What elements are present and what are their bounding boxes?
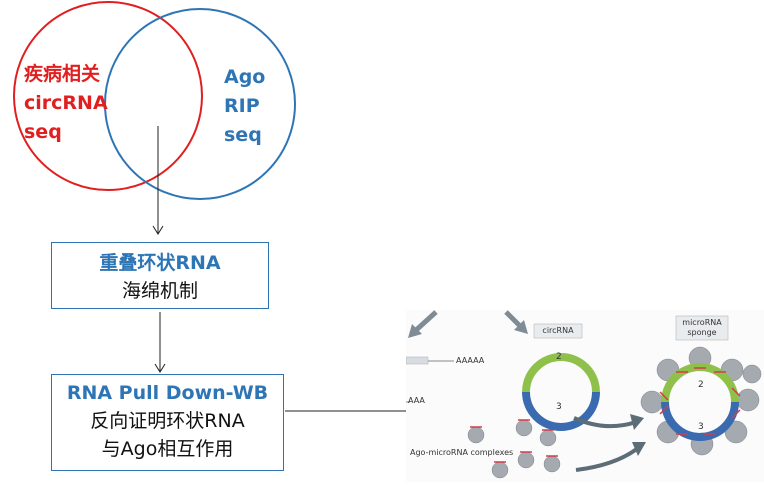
venn-left-line-2: circRNA bbox=[24, 92, 108, 114]
sponge-label-2: sponge bbox=[687, 328, 717, 337]
rna-pulldown-box: RNA Pull Down-WB 反向证明环状RNA 与Ago相互作用 bbox=[51, 374, 284, 471]
sponge-microrna-marks bbox=[659, 367, 741, 435]
figure-arrowhead-mid bbox=[514, 320, 528, 334]
venn-left-line-1: 疾病相关 bbox=[24, 63, 101, 85]
box1-title: 重叠环状RNA bbox=[99, 252, 221, 274]
circrna-label-box bbox=[533, 323, 583, 339]
venn-circle-left bbox=[13, 1, 203, 191]
venn-right-line-1: Ago bbox=[224, 66, 266, 88]
sponge-circ-blue bbox=[661, 401, 739, 441]
polya-label: AAAAA bbox=[456, 356, 485, 365]
figure-curved-arrow-2 bbox=[575, 446, 640, 472]
arrow-head-2 bbox=[154, 363, 166, 373]
sponge-label-1: microRNA bbox=[682, 318, 722, 327]
arrow-head-1 bbox=[152, 225, 164, 235]
figure-arrow-mid bbox=[504, 310, 522, 328]
venn-right-line-3: seq bbox=[224, 124, 262, 146]
figure-svg bbox=[405, 310, 762, 479]
box2-line-2: 反向证明环状RNA bbox=[90, 410, 245, 432]
venn-left-line-3: seq bbox=[24, 121, 62, 143]
box1-subtitle: 海绵机制 bbox=[121, 280, 198, 302]
venn-right-line-2: RIP bbox=[224, 95, 260, 117]
overlap-circrna-box: 重叠环状RNA 海绵机制 bbox=[51, 242, 269, 309]
circ-num-3: 3 bbox=[556, 402, 562, 412]
circrna-left-blue bbox=[522, 391, 600, 431]
complex-label: Ago-microRNA complexes bbox=[410, 448, 514, 457]
sponge-num-2: 2 bbox=[698, 380, 704, 390]
figure-curved-arrow-1 bbox=[573, 416, 637, 429]
sponge-num-3: 3 bbox=[698, 422, 704, 432]
microrna-marks bbox=[470, 419, 558, 463]
venn-circle-right bbox=[104, 8, 296, 200]
box2-title: RNA Pull Down-WB bbox=[66, 382, 269, 404]
sponge-label-box bbox=[675, 315, 729, 341]
circ-num-2: 2 bbox=[556, 352, 562, 362]
venn-left-text: 疾病相关 circRNA seq bbox=[24, 60, 108, 147]
figure-curved-arrowhead-2 bbox=[632, 442, 646, 456]
mrna-bar bbox=[405, 356, 429, 365]
sponge-circ-green bbox=[661, 363, 739, 403]
figure-curved-arrowhead-1 bbox=[630, 414, 644, 430]
figure-arrowhead-left bbox=[408, 324, 422, 338]
ago-complexes bbox=[467, 419, 561, 479]
circrna-sponge-figure: circRNA microRNA sponge AAAAA AAA Ago-mi… bbox=[405, 310, 764, 482]
polya-label-2: AAA bbox=[408, 396, 425, 405]
figure-arrow-left bbox=[412, 310, 438, 334]
box2-line-3: 与Ago相互作用 bbox=[101, 438, 234, 460]
circrna-label: circRNA bbox=[542, 326, 574, 335]
venn-right-text: Ago RIP seq bbox=[224, 63, 265, 150]
circrna-left-green bbox=[522, 353, 600, 393]
